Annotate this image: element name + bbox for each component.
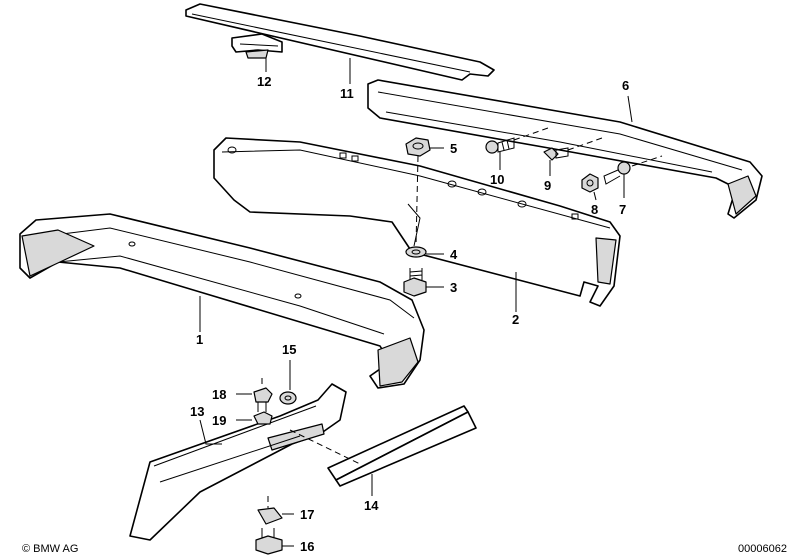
part-17-clip-nut[interactable] (257, 507, 283, 525)
part-18-bolt[interactable] (253, 387, 273, 412)
callout-8: 8 (591, 202, 598, 217)
part-10-screw[interactable] (485, 137, 515, 154)
leader-line (199, 419, 222, 445)
callout-9: 9 (544, 178, 551, 193)
part-13-corner-bumper[interactable] (129, 383, 347, 541)
assembly-line (631, 155, 663, 167)
callout-6: 6 (622, 78, 629, 93)
part-16-bolt[interactable] (255, 528, 283, 555)
diagram-number: 00006062 (738, 543, 787, 555)
part-19-nut[interactable] (253, 411, 273, 425)
part-3-bolt[interactable] (403, 268, 427, 297)
callout-2: 2 (512, 312, 519, 327)
part-11-trim-strip[interactable] (185, 3, 495, 81)
copyright-text: © BMW AG (22, 543, 78, 555)
part-4-washer[interactable] (405, 246, 427, 258)
leader-line (627, 95, 633, 123)
callout-11: 11 (340, 86, 354, 101)
part-2-bumper-carrier[interactable] (213, 137, 621, 307)
assembly-line (415, 155, 419, 247)
callout-1: 1 (196, 332, 203, 347)
part-1-bumper-section[interactable] (19, 213, 425, 389)
part-7-screw[interactable] (603, 161, 631, 185)
callout-7: 7 (619, 202, 626, 217)
assembly-line (513, 127, 549, 141)
callout-4: 4 (450, 247, 458, 262)
part-9-screw[interactable] (543, 147, 569, 161)
leader-line (593, 191, 597, 201)
part-15-grommet[interactable] (279, 391, 297, 405)
assembly-line (567, 137, 603, 151)
callout-15: 15 (282, 342, 296, 357)
part-14-strip[interactable] (327, 405, 477, 487)
part-5-nut[interactable] (405, 137, 431, 157)
callout-13: 13 (190, 404, 204, 419)
callout-12: 12 (257, 74, 271, 89)
part-8-nut[interactable] (581, 173, 599, 193)
callout-17: 17 (300, 507, 314, 522)
callout-3: 3 (450, 280, 457, 295)
callout-14: 14 (364, 498, 379, 513)
callout-18: 18 (212, 387, 226, 402)
assembly-line (289, 429, 361, 465)
callout-10: 10 (490, 172, 504, 187)
callout-19: 19 (212, 413, 226, 428)
callout-16: 16 (300, 539, 314, 554)
callout-5: 5 (450, 141, 457, 156)
part-12-clip[interactable] (231, 33, 283, 59)
